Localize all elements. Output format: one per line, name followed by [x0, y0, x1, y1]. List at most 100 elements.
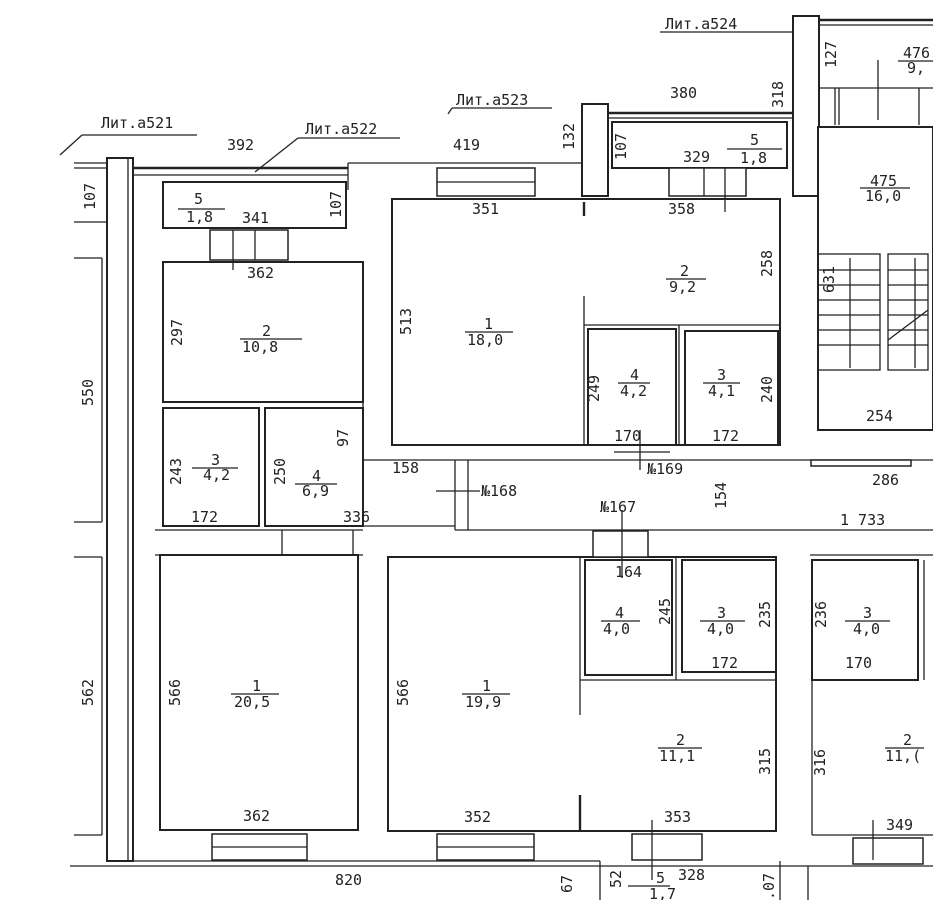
dim-316: 316	[811, 749, 829, 776]
room-D2-number: 2	[903, 731, 912, 749]
room-M1-area: 18,0	[467, 331, 503, 349]
room-D2-area: 11,(	[885, 747, 921, 765]
dim-67: 67	[558, 875, 576, 893]
room-C4-area: 4,0	[603, 620, 630, 638]
corridor-169: №169	[647, 460, 683, 478]
dim-164: 164	[615, 563, 642, 581]
dim-315: 315	[756, 748, 774, 775]
corridor-labels: №167 №168 №169	[481, 460, 683, 516]
windows	[209, 60, 924, 880]
dim-631: 631	[820, 266, 838, 293]
room-475-number: 475	[870, 172, 897, 190]
room-M1-number: 1	[484, 315, 493, 333]
room-5a-number: 5	[194, 190, 203, 208]
dim-1733: 1 733	[840, 511, 885, 529]
room-L3-area: 4,2	[203, 466, 230, 484]
room-C3-number: 3	[717, 604, 726, 622]
dim-562: 562	[79, 679, 97, 706]
room-C1-area: 19,9	[465, 693, 501, 711]
stair-icon	[817, 253, 929, 371]
dim-158: 158	[392, 459, 419, 477]
dim-258: 258	[758, 250, 776, 277]
dimension-labels: 392 419 380 329 341 351 358 362 254 170 …	[191, 84, 913, 889]
room-C1-number: 1	[482, 677, 491, 695]
dim-820: 820	[335, 871, 362, 889]
dim-250: 250	[271, 458, 289, 485]
dim-352: 352	[464, 808, 491, 826]
room-5c-area: 1,7	[649, 885, 676, 900]
dim-235: 235	[756, 601, 774, 628]
dim-566-left: 566	[166, 679, 184, 706]
dim-353: 353	[664, 808, 691, 826]
room-M3-area: 4,1	[708, 382, 735, 400]
corridor-167: №167	[600, 498, 636, 516]
room-B1-number: 1	[252, 677, 261, 695]
dim-351: 351	[472, 200, 499, 218]
dim-392: 392	[227, 136, 254, 154]
room-475-area: 16,0	[865, 187, 901, 205]
room-476-area: 9,	[907, 59, 925, 77]
dim-170-low: 170	[845, 654, 872, 672]
room-M2-number: 2	[680, 262, 689, 280]
room-C4-number: 4	[615, 604, 624, 622]
room-labels: 5 1,8 5 1,8 476 9, 475 16,0 2 10,8 1 18,…	[186, 44, 930, 900]
dim-107-mid: 107	[612, 133, 630, 160]
liter-labels: Лит.а521 Лит.а522 Лит.а523 Лит.а524	[101, 15, 737, 138]
room-5a-area: 1,8	[186, 208, 213, 226]
dim-328: 328	[678, 866, 705, 884]
dim-362-bottom: 362	[243, 807, 270, 825]
dim-550: 550	[79, 379, 97, 406]
dim-107-left: 107	[327, 191, 345, 218]
dim-107-bottom: .07	[760, 873, 778, 900]
room-B1-area: 20,5	[234, 693, 270, 711]
dim-172-top: 172	[712, 427, 739, 445]
dim-107-far-left: 107	[81, 183, 99, 210]
room-C3-area: 4,0	[707, 620, 734, 638]
room-D3-number: 3	[863, 604, 872, 622]
dim-566-mid: 566	[394, 679, 412, 706]
room-M4-area: 4,2	[620, 382, 647, 400]
room-M4-number: 4	[630, 366, 639, 384]
dim-419: 419	[453, 136, 480, 154]
room-C2-area: 11,1	[659, 747, 695, 765]
room-5c-number: 5	[656, 869, 665, 887]
room-M3-number: 3	[717, 366, 726, 384]
fraction-bars	[178, 60, 933, 887]
room-M2-area: 9,2	[669, 278, 696, 296]
vertical-dimension-labels: 107 107 132 107 318 127 258 513 297 550 …	[79, 41, 840, 900]
room-L4-number: 4	[312, 467, 321, 485]
dim-154: 154	[712, 482, 730, 509]
dim-254: 254	[866, 407, 893, 425]
dim-358: 358	[668, 200, 695, 218]
dim-380: 380	[670, 84, 697, 102]
dim-249: 249	[585, 375, 603, 402]
dim-240: 240	[758, 376, 776, 403]
dim-513: 513	[397, 308, 415, 335]
dim-170-top: 170	[614, 427, 641, 445]
liter-a522: Лит.а522	[305, 120, 377, 138]
liter-a523: Лит.а523	[456, 91, 528, 109]
dim-245: 245	[656, 598, 674, 625]
room-5b-number: 5	[750, 131, 759, 149]
dim-362-top: 362	[247, 264, 274, 282]
dim-243: 243	[167, 458, 185, 485]
dim-349: 349	[886, 816, 913, 834]
dim-132: 132	[560, 123, 578, 150]
dim-172-left: 172	[191, 508, 218, 526]
liter-a524: Лит.а524	[665, 15, 737, 33]
dim-97: 97	[334, 429, 352, 447]
room-L2-number: 2	[262, 322, 271, 340]
dim-329: 329	[683, 148, 710, 166]
dim-341: 341	[242, 209, 269, 227]
rooms	[155, 126, 933, 836]
room-D3-area: 4,0	[853, 620, 880, 638]
liter-a521: Лит.а521	[101, 114, 173, 132]
dim-127: 127	[822, 41, 840, 68]
exterior-walls	[70, 15, 933, 900]
dim-297: 297	[168, 319, 186, 346]
leader-lines	[59, 31, 793, 173]
dim-318: 318	[769, 81, 787, 108]
dim-172-low: 172	[711, 654, 738, 672]
room-476-number: 476	[903, 44, 930, 62]
